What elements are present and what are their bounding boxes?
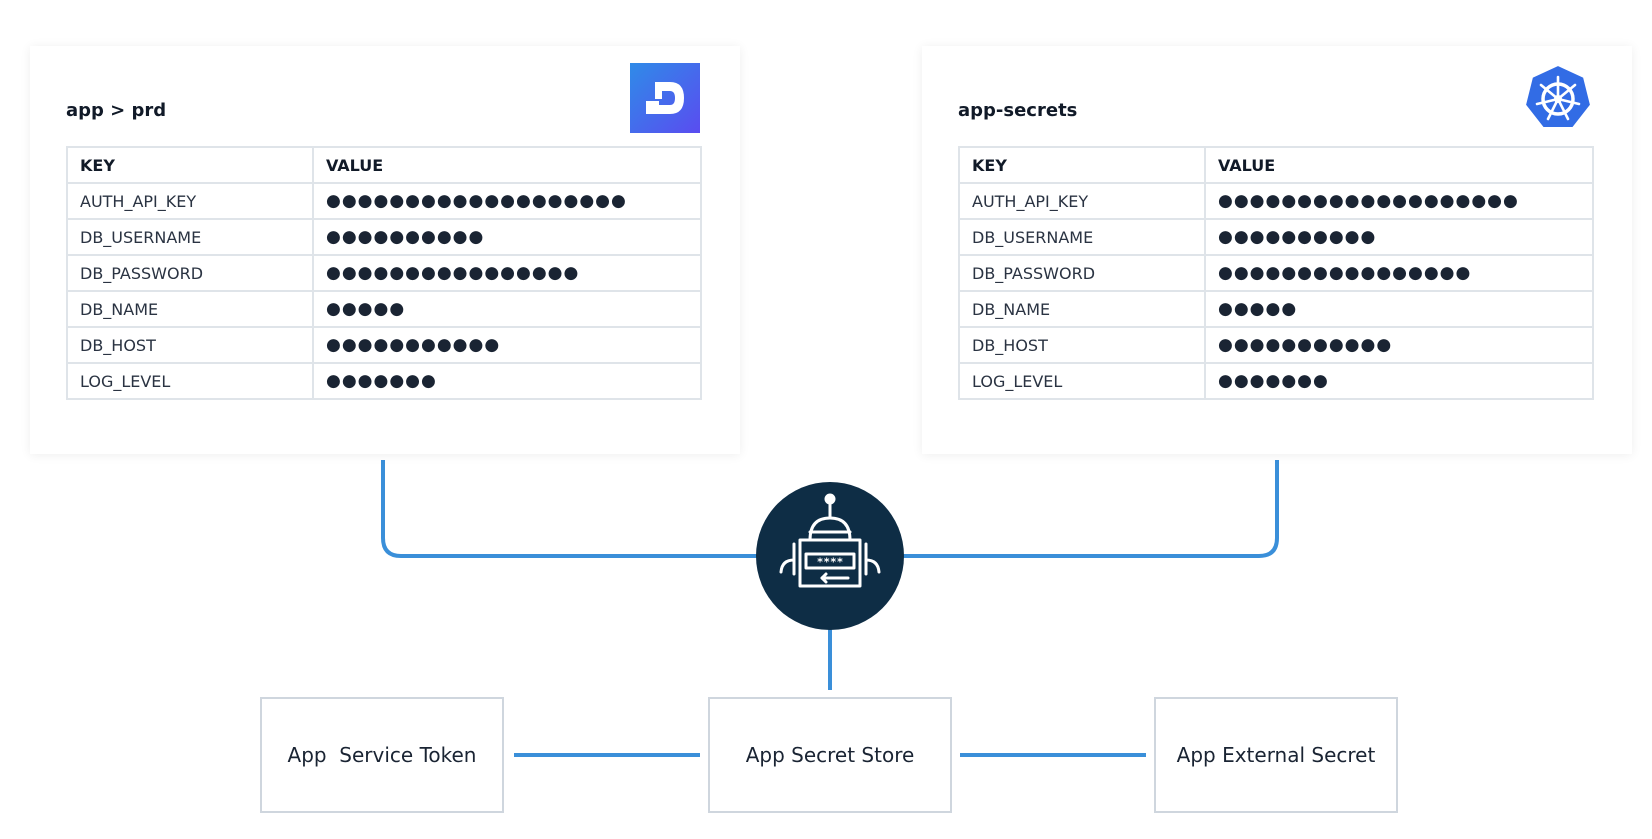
- secret-value-masked: ●●●●●●●: [1204, 362, 1594, 400]
- key-column-header: KEY: [958, 146, 1206, 184]
- secret-value-masked: ●●●●●●●●●●: [1204, 218, 1594, 256]
- masked-password-text: ****: [817, 556, 844, 569]
- secret-value-masked: ●●●●●●●●●●: [312, 218, 702, 256]
- right-secrets-table: KEY VALUE AUTH_API_KEY ●●●●●●●●●●●●●●●●●…: [958, 146, 1594, 400]
- secret-value-masked: ●●●●●●●●●●●●●●●●: [1204, 254, 1594, 292]
- secret-value-masked: ●●●●●●●●●●●: [1204, 326, 1594, 364]
- secrets-operator: ****: [756, 482, 904, 630]
- app-external-secret-box: App External Secret: [1154, 697, 1398, 813]
- secret-key: DB_USERNAME: [958, 218, 1206, 256]
- value-column-header: VALUE: [312, 146, 702, 184]
- table-row: DB_PASSWORD ●●●●●●●●●●●●●●●●: [66, 254, 702, 292]
- value-column-header: VALUE: [1204, 146, 1594, 184]
- table-header-row: KEY VALUE: [958, 146, 1594, 184]
- table-row: DB_NAME ●●●●●: [66, 290, 702, 328]
- secret-key: AUTH_API_KEY: [958, 182, 1206, 220]
- left-secrets-card: app > prd KEY VALUE AUTH_API_KEY ●●●●●●●…: [30, 46, 740, 454]
- table-header-row: KEY VALUE: [66, 146, 702, 184]
- table-row: DB_NAME ●●●●●: [958, 290, 1594, 328]
- secret-value-masked: ●●●●●●●●●●●●●●●●●●●: [1204, 182, 1594, 220]
- doppler-logo-icon: [630, 63, 700, 137]
- connector-right-card-to-operator: [900, 460, 1279, 558]
- table-row: LOG_LEVEL ●●●●●●●: [66, 362, 702, 400]
- left-secrets-table: KEY VALUE AUTH_API_KEY ●●●●●●●●●●●●●●●●●…: [66, 146, 702, 400]
- table-row: AUTH_API_KEY ●●●●●●●●●●●●●●●●●●●: [66, 182, 702, 220]
- table-row: DB_HOST ●●●●●●●●●●●: [958, 326, 1594, 364]
- secret-value-masked: ●●●●●●●: [312, 362, 702, 400]
- left-card-title: app > prd: [66, 100, 167, 121]
- app-service-token-box: App Service Token: [260, 697, 504, 813]
- secret-key: DB_PASSWORD: [958, 254, 1206, 292]
- right-secrets-card: app-secrets KEY VALUE AUTH_API_KEY ●●●●●…: [922, 46, 1632, 454]
- secret-key: LOG_LEVEL: [66, 362, 314, 400]
- secret-value-masked: ●●●●●●●●●●●●●●●●: [312, 254, 702, 292]
- secret-value-masked: ●●●●●: [1204, 290, 1594, 328]
- right-card-title: app-secrets: [958, 100, 1078, 121]
- kubernetes-logo-icon: [1522, 63, 1594, 137]
- app-secret-store-box: App Secret Store: [708, 697, 952, 813]
- secret-key: AUTH_API_KEY: [66, 182, 314, 220]
- table-row: LOG_LEVEL ●●●●●●●: [958, 362, 1594, 400]
- secret-key: DB_PASSWORD: [66, 254, 314, 292]
- secrets-operator-robot-icon: ****: [756, 482, 904, 630]
- secret-key: DB_NAME: [958, 290, 1206, 328]
- secret-key: DB_USERNAME: [66, 218, 314, 256]
- connector-left-card-to-operator: [381, 460, 760, 558]
- secret-key: DB_HOST: [66, 326, 314, 364]
- table-row: DB_PASSWORD ●●●●●●●●●●●●●●●●: [958, 254, 1594, 292]
- key-column-header: KEY: [66, 146, 314, 184]
- secret-value-masked: ●●●●●: [312, 290, 702, 328]
- table-row: DB_USERNAME ●●●●●●●●●●: [958, 218, 1594, 256]
- secret-key: DB_HOST: [958, 326, 1206, 364]
- secret-value-masked: ●●●●●●●●●●●●●●●●●●●: [312, 182, 702, 220]
- table-row: DB_HOST ●●●●●●●●●●●: [66, 326, 702, 364]
- secret-value-masked: ●●●●●●●●●●●: [312, 326, 702, 364]
- secret-key: DB_NAME: [66, 290, 314, 328]
- table-row: AUTH_API_KEY ●●●●●●●●●●●●●●●●●●●: [958, 182, 1594, 220]
- secret-key: LOG_LEVEL: [958, 362, 1206, 400]
- table-row: DB_USERNAME ●●●●●●●●●●: [66, 218, 702, 256]
